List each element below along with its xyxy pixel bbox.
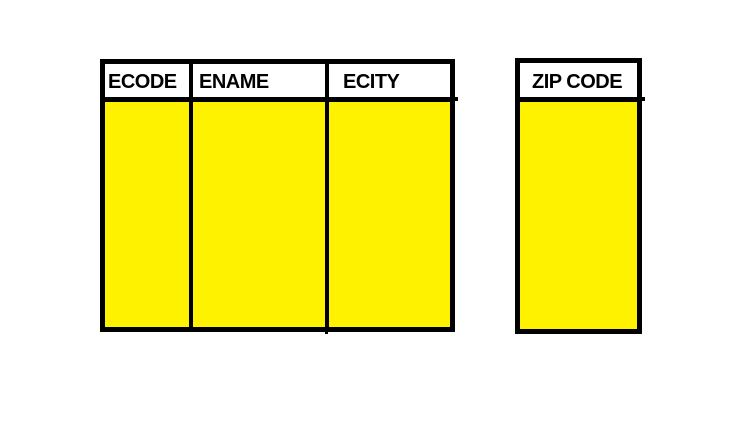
header-cell-ecode: ECODE [105,64,189,97]
employee-table: ECODE ENAME ECITY [100,59,455,332]
column-header-ecity: ECITY [343,71,400,93]
body-cell-ecity [329,102,450,327]
header-cell-zip-code: ZIP CODE [520,63,637,97]
zip-table: ZIP CODE [515,58,642,334]
line-overhang-bottom [325,331,328,334]
column-header-zip-code: ZIP CODE [532,71,623,93]
body-cell-ename [193,102,325,327]
column-header-ecode: ECODE [108,71,177,93]
column-header-ename: ENAME [199,71,269,93]
line-overhang-right [455,97,458,101]
body-cell-ecode [105,102,189,327]
header-cell-ecity: ECITY [329,64,450,97]
header-cell-ename: ENAME [193,64,325,97]
body-cell-zip-code [520,102,637,329]
line-overhang-zip [642,97,645,101]
